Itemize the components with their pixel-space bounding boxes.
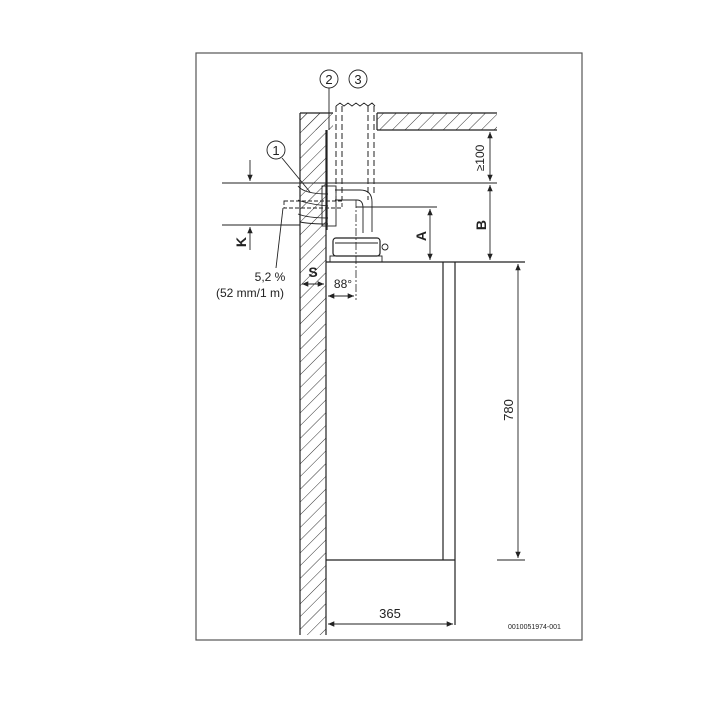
width-label: 365 [379,606,401,621]
s-label: S [308,264,317,280]
callout-1-label: 1 [272,143,279,158]
callout-3 [348,69,368,89]
callout-3-label: 3 [354,72,361,87]
ceiling [377,113,497,130]
k-label: K [233,237,249,247]
boiler [326,261,525,625]
flue-pipe [335,102,376,233]
callout-1 [266,140,286,160]
callout-2 [319,69,339,89]
wall-terminal [283,185,343,227]
figure-id: 0010051974-001 [508,624,561,631]
a-label: A [413,231,429,241]
slope-ratio: (52 mm/1 m) [216,286,284,300]
slope-percent: 5,2 % [255,270,286,284]
frame [195,52,583,641]
callout-2-label: 2 [325,72,332,87]
wall-top-segment [300,113,333,130]
angle-label: 88° [334,277,352,291]
clearance-label: ≥100 [473,144,487,171]
height-label: 780 [501,399,516,421]
b-label: B [473,220,489,230]
